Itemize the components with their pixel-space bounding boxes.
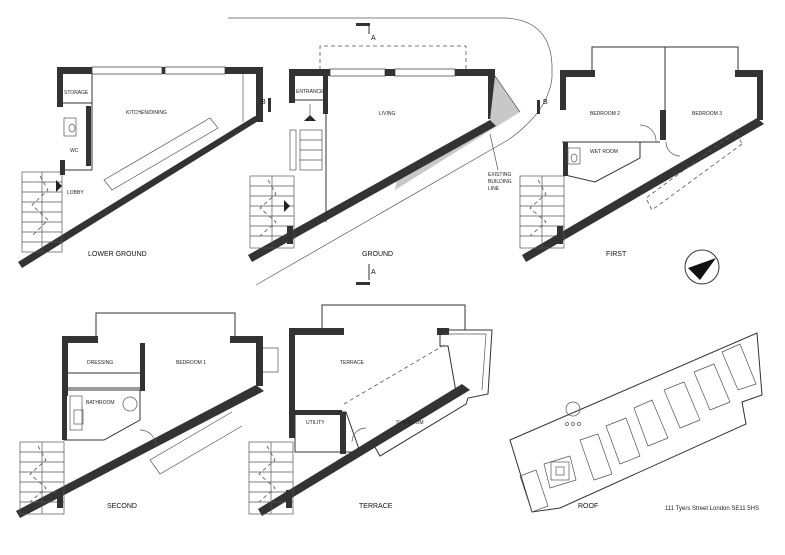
plan-title-first: FIRST (606, 251, 627, 258)
room-label-terrace: TERRACE (340, 360, 365, 366)
room-label-wc: WC (70, 148, 79, 154)
plan-title-lower-ground: LOWER GROUND (88, 251, 147, 258)
room-label-bedroom3: BEDROOM 3 (692, 111, 722, 117)
section-marker-b-right: B (543, 99, 548, 106)
section-marker-a-bottom: A (371, 269, 376, 276)
plan-second: DRESSING BEDROOM 1 BATHROOM SECOND (16, 312, 279, 518)
first-diagonal-wall (522, 118, 764, 262)
annotation-line-3: LINE (488, 186, 500, 192)
room-label-living: LIVING (379, 111, 396, 117)
roof-vent-icon (565, 401, 581, 417)
plan-title-roof: ROOF (578, 503, 598, 510)
room-label-dressing: DRESSING (87, 360, 113, 366)
room-label-bedroom2: BEDROOM 2 (590, 111, 620, 117)
existing-building-line-note: EXISTING BUILDING LINE (488, 133, 512, 192)
room-label-lobby: LOBBY (67, 190, 84, 196)
first-bay-dashed (645, 131, 743, 211)
ground-diagonal-wall (248, 120, 496, 262)
street-boundary-line (228, 17, 553, 286)
plan-title-ground: GROUND (362, 251, 393, 258)
plan-lower-ground: STORAGE KITCHEN/DINING WC LOBBY LOWER GR… (18, 66, 271, 268)
room-label-bathroom: BATHROOM (86, 400, 115, 406)
room-label-utility: UTILITY (306, 420, 325, 426)
annotation-line-2: BUILDING (488, 179, 512, 185)
room-label-sun-room: SUN ROOM (396, 420, 424, 426)
room-label-storage: STORAGE (64, 90, 89, 96)
plan-title-second: SECOND (107, 503, 137, 510)
roof-outline (509, 332, 763, 513)
room-label-bedroom1: BEDROOM 1 (176, 360, 206, 366)
rooflight-panels (519, 343, 757, 513)
section-marker-a-top: A (371, 35, 376, 42)
north-arrow-icon (684, 249, 720, 285)
room-label-kitchen-dining: KITCHEN/DINING (126, 110, 167, 116)
annotation-line-1: EXISTING (488, 172, 511, 178)
section-marker-b-left: B (261, 99, 266, 106)
terrace-diagonal-wall (258, 384, 470, 516)
second-diagonal-wall (16, 385, 264, 518)
room-label-wet-room: WET ROOM (590, 149, 618, 155)
plan-title-terrace: TERRACE (359, 503, 393, 510)
lg-diagonal-wall (18, 116, 263, 268)
plan-ground: A ENTRANCE (228, 17, 553, 286)
plan-terrace: TERRACE UTILITY SUN ROOM TERRACE (248, 304, 493, 516)
plan-roof: ROOF (509, 332, 763, 513)
room-label-entrance: ENTRANCE (296, 89, 324, 95)
address-text: 111 Tyers Street London SE11 5HS (665, 506, 759, 512)
lg-left-wall (57, 67, 63, 107)
plan-first: BEDROOM 2 BEDROOM 3 WET ROOM FIRST (519, 46, 764, 262)
